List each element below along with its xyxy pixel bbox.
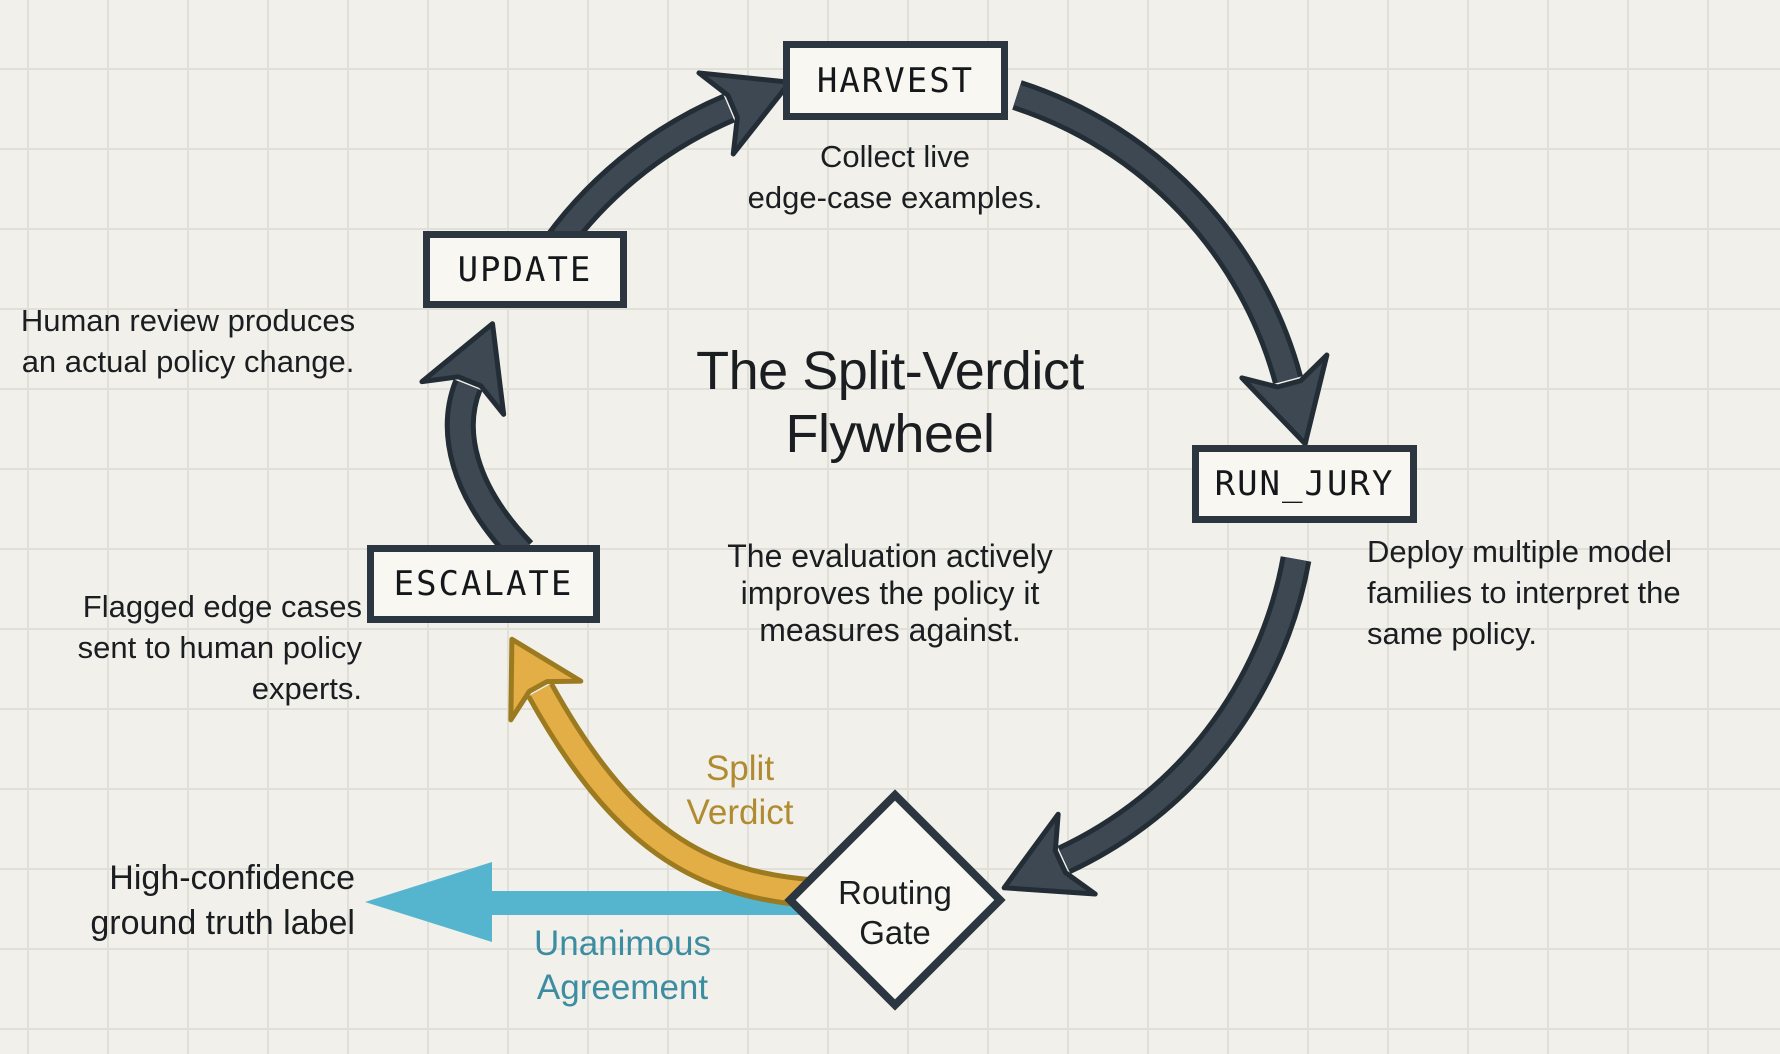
split-verdict-arrow xyxy=(508,636,817,909)
ground-truth-output-label: High-confidence ground truth label xyxy=(90,859,355,942)
update-caption: Human review produces an actual policy c… xyxy=(20,303,356,379)
center-title-block: The Split-Verdict Flywheel The evaluatio… xyxy=(590,322,1190,667)
diagram-subtitle: The evaluation actively improves the pol… xyxy=(727,538,1053,648)
node-run-jury: RUN_JURY xyxy=(1192,445,1417,523)
node-update: UPDATE xyxy=(423,231,627,308)
escalate-caption: Flagged edge cases sent to human policy … xyxy=(77,589,362,706)
run-jury-caption: Deploy multiple model families to interp… xyxy=(1367,534,1681,651)
unanimous-agreement-arrow xyxy=(365,862,800,942)
node-escalate: ESCALATE xyxy=(367,545,600,623)
node-harvest: HARVEST xyxy=(783,41,1008,120)
routing-gate-label: Routing Gate xyxy=(838,874,952,951)
arrow-escalate-to-update xyxy=(419,321,534,563)
arc-harvest-to-runjury xyxy=(1012,80,1330,447)
harvest-caption: Collect live edge-case examples. xyxy=(747,139,1043,215)
unanimous-agreement-label: Unanimous Agreement xyxy=(533,924,712,1007)
arc-runjury-to-gate xyxy=(1001,556,1312,897)
routing-gate-diamond xyxy=(784,789,1006,1011)
split-verdict-label: Split Verdict xyxy=(686,749,794,832)
diagram-title: The Split-Verdict Flywheel xyxy=(696,341,1084,464)
